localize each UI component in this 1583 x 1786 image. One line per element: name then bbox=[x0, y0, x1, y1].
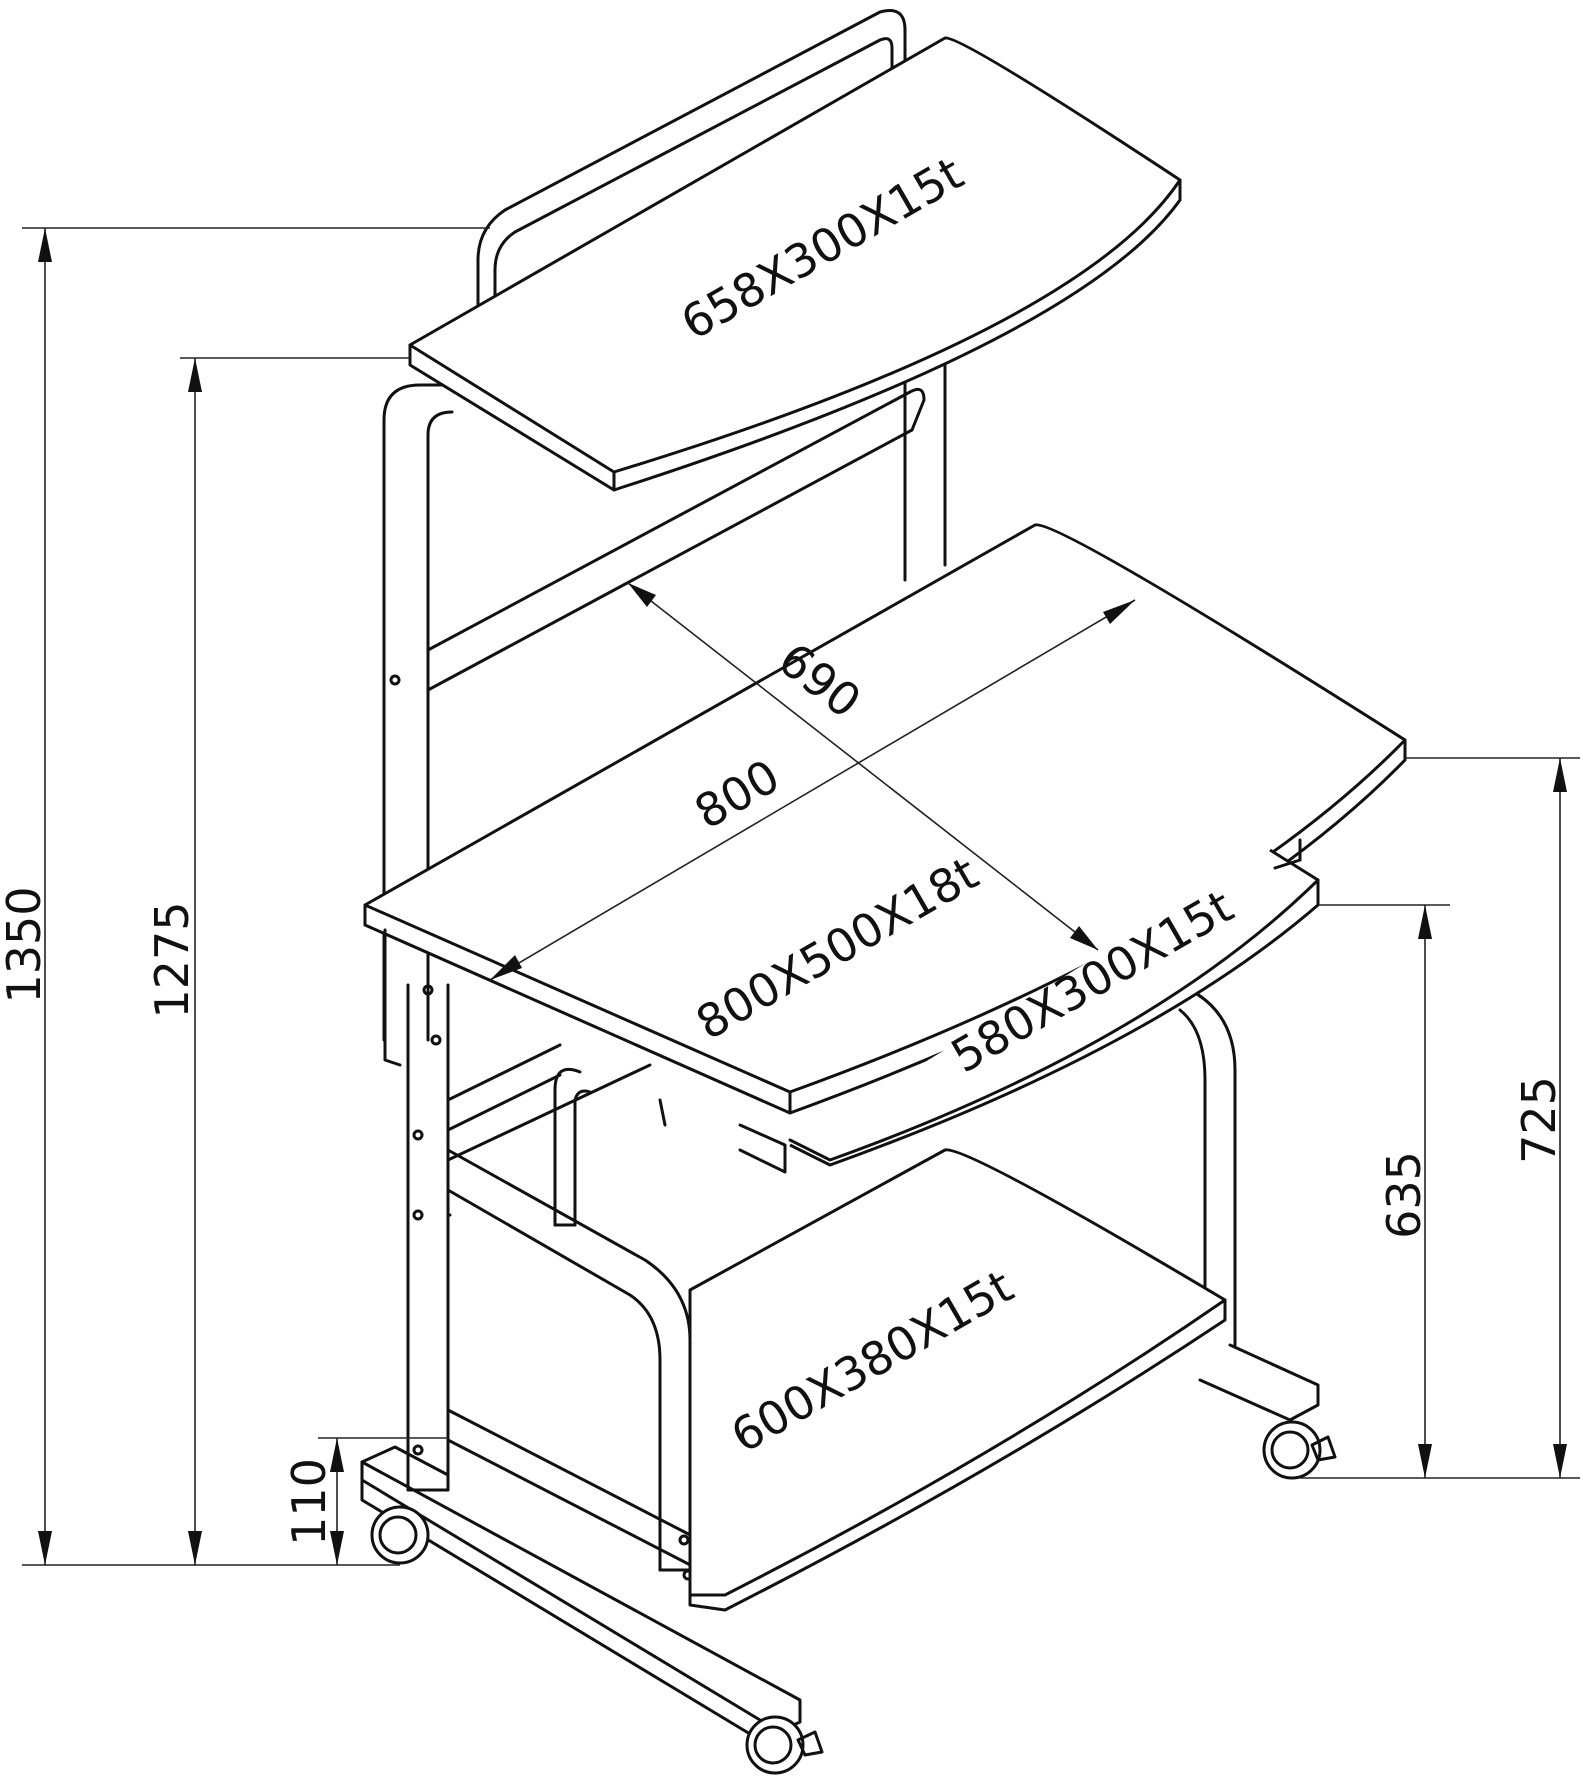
label-height-overall: 1350 bbox=[0, 886, 51, 1003]
label-height-top-shelf: 1275 bbox=[145, 901, 199, 1018]
caster-front-right-icon bbox=[745, 1715, 824, 1775]
casters bbox=[370, 1420, 1337, 1775]
dimension-lines bbox=[22, 227, 1580, 1566]
label-height-desk: 725 bbox=[1512, 1076, 1566, 1164]
caster-front-left-icon bbox=[370, 1505, 430, 1565]
desk-top bbox=[363, 523, 1407, 1174]
caster-rear-right-icon bbox=[1262, 1420, 1337, 1480]
top-shelf bbox=[408, 9, 1182, 492]
label-height-keyboard: 635 bbox=[1377, 1151, 1431, 1239]
keyboard-tray bbox=[788, 838, 1320, 1167]
label-height-bottom: 110 bbox=[282, 1458, 336, 1546]
bottom-shelf bbox=[688, 1148, 1227, 1612]
